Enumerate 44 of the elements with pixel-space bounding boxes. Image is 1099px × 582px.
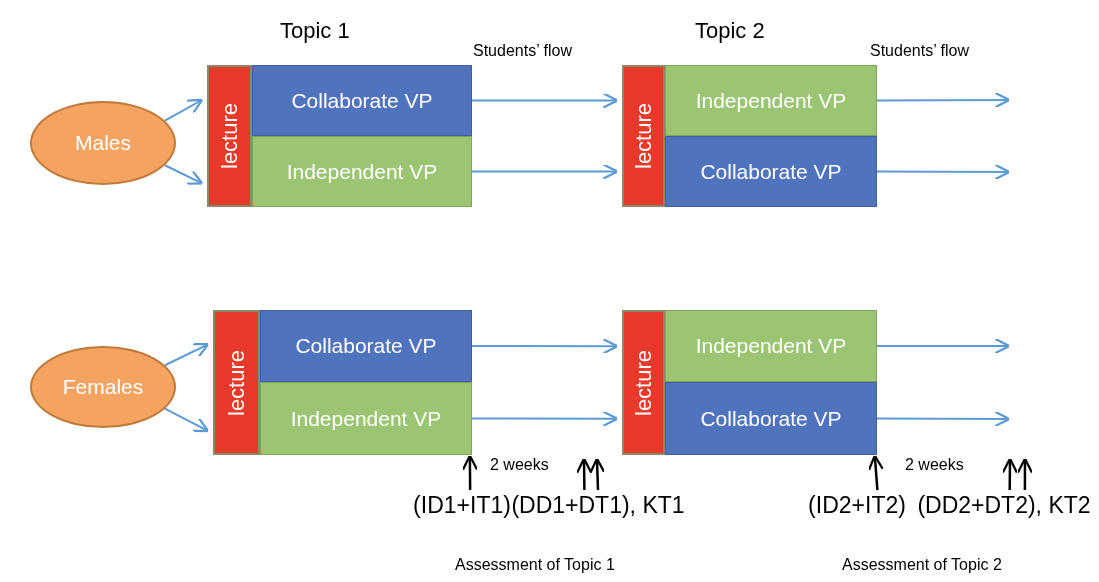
activity-box: Collaborate VP — [260, 310, 472, 382]
activity-box: Independent VP — [665, 65, 877, 136]
topic-heading: Topic 1 — [280, 18, 350, 44]
arrow — [471, 410, 619, 427]
assessment-code: (DD1+DT1), KT1 — [513, 490, 683, 520]
activity-box: Collaborate VP — [665, 382, 877, 455]
flow-caption: Students’ flow — [870, 42, 969, 60]
activity-box: Collaborate VP — [665, 136, 877, 207]
arrow — [471, 92, 619, 109]
arrow — [1016, 457, 1034, 490]
assessment-code: (ID1+IT1) — [411, 490, 513, 520]
lecture-bar: lecture — [213, 310, 260, 455]
activity-box: Independent VP — [665, 310, 877, 382]
arrow — [163, 164, 204, 185]
arrow — [876, 410, 1011, 428]
arrow — [163, 98, 204, 122]
arrow — [867, 454, 884, 491]
arrow — [1001, 457, 1018, 490]
group-ellipse: Males — [30, 101, 176, 185]
arrow — [163, 407, 210, 433]
duration-note: 2 weeks — [905, 456, 964, 474]
assessment-code: (DD2+DT2), KT2 — [909, 490, 1099, 520]
arrow — [461, 454, 479, 490]
arrow — [876, 163, 1011, 181]
assessment-code: (ID2+IT2) — [806, 490, 908, 520]
lecture-bar: lecture — [622, 65, 665, 207]
activity-box: Independent VP — [260, 382, 472, 455]
duration-note: 2 weeks — [490, 456, 549, 474]
group-ellipse: Females — [30, 346, 176, 428]
assessment-caption: Assessment of Topic 2 — [842, 556, 1002, 574]
arrow — [163, 342, 210, 367]
lecture-bar: lecture — [207, 65, 252, 207]
activity-box: Collaborate VP — [252, 65, 472, 136]
arrow — [876, 337, 1011, 355]
arrow — [471, 163, 619, 180]
flow-caption: Students’ flow — [473, 42, 572, 60]
arrow — [576, 457, 593, 490]
arrow — [876, 91, 1011, 109]
topic-heading: Topic 2 — [695, 18, 765, 44]
arrow — [471, 338, 619, 355]
activity-box: Independent VP — [252, 136, 472, 207]
lecture-bar: lecture — [622, 310, 665, 455]
arrow — [589, 457, 606, 491]
assessment-caption: Assessment of Topic 1 — [455, 556, 615, 574]
